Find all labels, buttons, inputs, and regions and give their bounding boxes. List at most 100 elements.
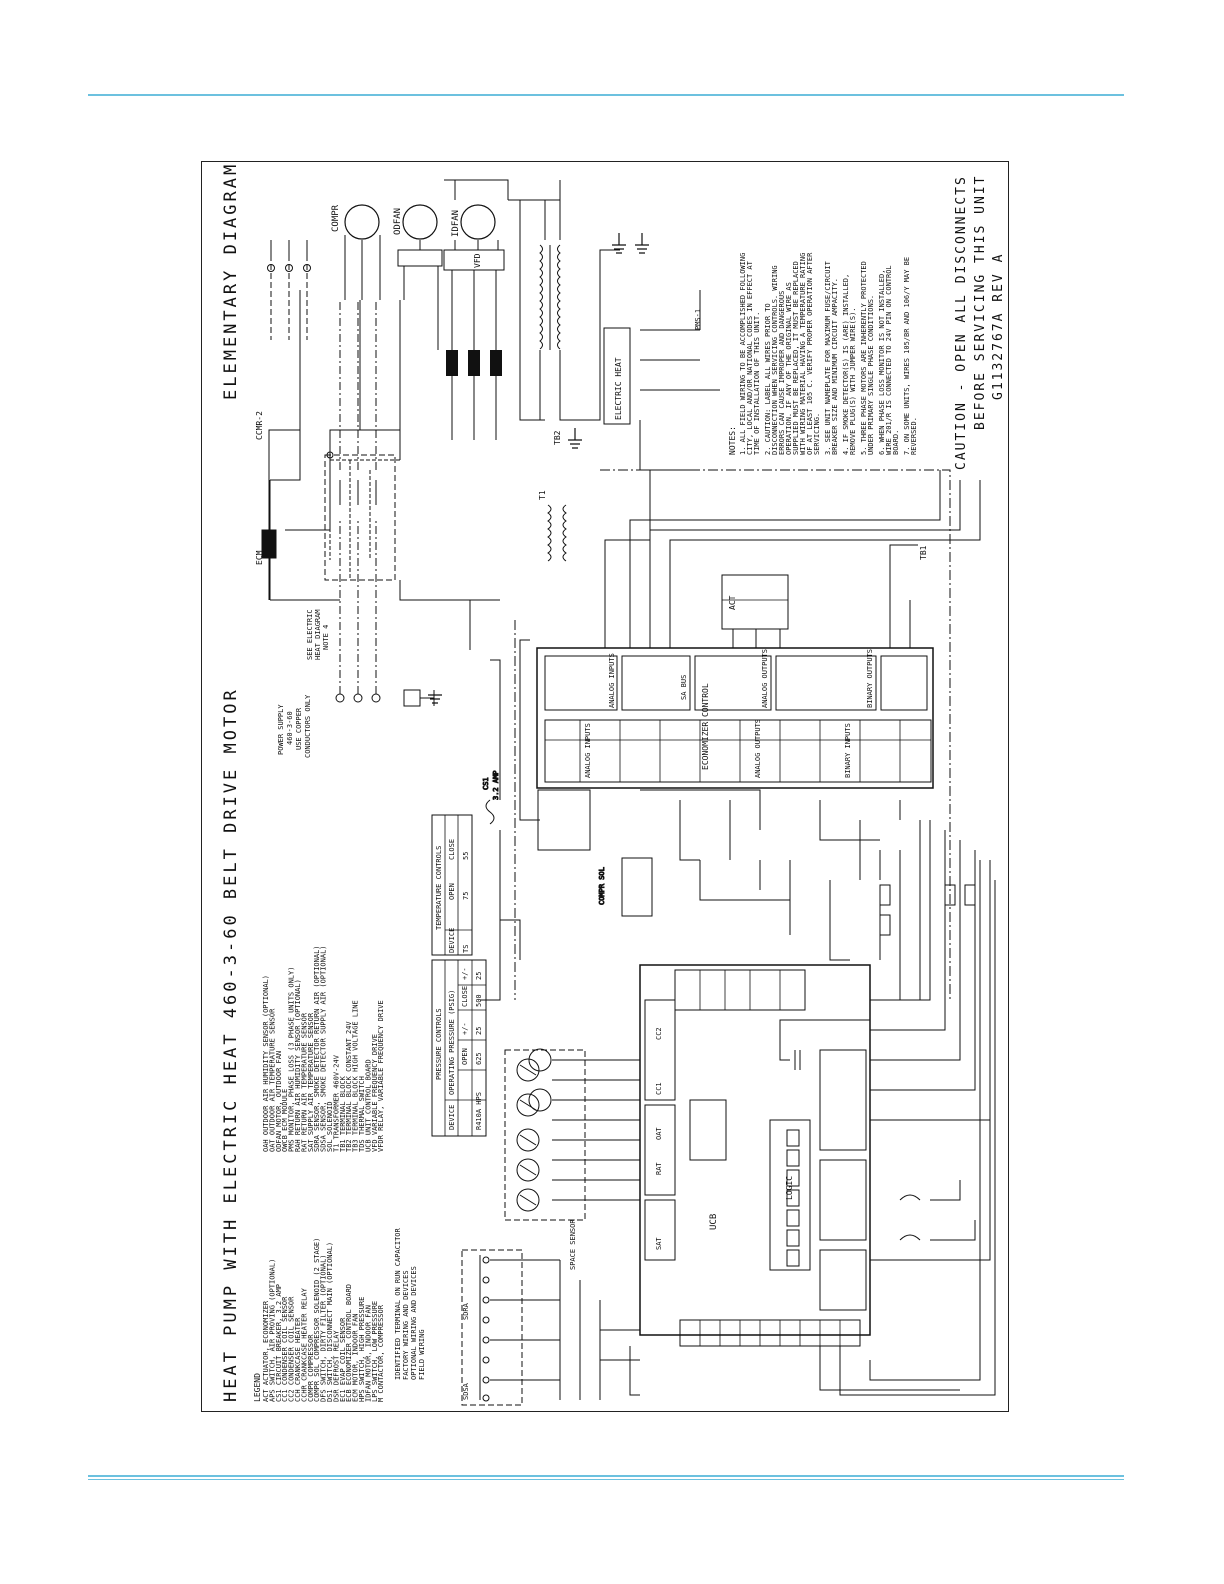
legend-item-8: COMPR SOL COMPRESSOR SOLENOID (2 STAGE) [313,1238,321,1402]
svg-text:+/-: +/- [461,1022,469,1035]
note-1-line-1: DISCONNECTION WHEN SERVICING CONTROLS. W… [771,265,779,455]
smoke-detectors [461,1249,640,1406]
svg-text:ACT: ACT [728,595,737,610]
svg-text:USE COPPER: USE COPPER [295,707,303,750]
legend-item-4: CC2 CONDENSER COIL SENSOR [288,1296,296,1402]
drawing-number: G1132767A REV A [991,253,1006,400]
footer-rule [88,1475,1124,1477]
note-2-line-0: 3. SEE UNIT NAMEPLATE FOR MAXIMUM FUSE/C… [824,260,832,455]
right-title: ELEMENTARY DIAGRAM [221,162,241,400]
note-1-line-0: 2. CAUTION: LABEL ALL WIRES PRIOR TO [764,303,772,455]
legend-item-col2-5: RAH RETURN AIR HUMIDITY SENSOR (OPTIONAL… [294,979,302,1152]
svg-text:NOTE 4: NOTE 4 [322,625,330,650]
svg-text:TB2: TB2 [553,430,562,445]
indoor-fan-motor: IDFAN VFD [443,179,509,271]
svg-text:BINARY INPUTS: BINARY INPUTS [844,723,852,778]
pressure-controls-table: PRESSURE CONTROLS DEVICE OPERATING PRESS… [431,959,487,1137]
header-rule [88,94,1124,96]
legend-item-10: DS1 SWITCH, DISCONNECT MAIN (OPTIONAL) [326,1242,334,1402]
svg-text:PMS-1: PMS-1 [694,309,702,330]
svg-text:CONDUCTORS ONLY: CONDUCTORS ONLY [304,694,312,758]
note-2-line-1: BREAKER SIZE AND MINIMUM CIRCUIT AMPACIT… [831,278,839,455]
idfan-label: IDFAN [451,210,461,237]
svg-text:25: 25 [475,972,483,980]
note-1-line-4: SUPPLIED MUST BE REPLACED, IT MUST BE RE… [792,261,800,455]
svg-text:ECM: ECM [255,550,264,565]
legend-item-1: APS SWITCH, AIR PROVING (OPTIONAL) [268,1259,276,1402]
svg-text:COMPR SOL: COMPR SOL [598,867,606,905]
svg-text:CLOSE: CLOSE [461,986,469,1007]
svg-text:TS: TS [462,945,470,953]
line-voltage-wiring [269,290,377,694]
legend-symbol-3: FIELD WIRING [418,1329,426,1380]
note-5-line-1: WIRE 201/R IS CONNECTED TO 24V PIN ON CO… [885,265,893,455]
legend-item-17: LPS SWITCH, LOW PRESSURE [371,1301,379,1402]
legend-item-3: CC1 CONDENSER COIL SENSOR [281,1296,289,1402]
actuator: ACT [721,574,789,630]
svg-text:3.2 AMP: 3.2 AMP [492,770,500,800]
legend-item-col2-6: RAT RETURN AIR TEMPERATURE SENSOR [300,1012,308,1152]
right-side-wiring [629,820,996,1396]
svg-text:ANALOG INPUTS: ANALOG INPUTS [608,653,616,708]
svg-text:OPEN: OPEN [448,883,456,900]
svg-text:OAT: OAT [655,1127,663,1140]
legend-item-col2-18: VFDR RELAY, VARIABLE FREQUENCY DRIVE [377,1000,385,1152]
note-4-line-0: 5. THREE PHASE MOTORS ARE INHERENTLY PRO… [860,261,868,455]
legend-item-col2-0: OAH OUTDOOR AIR HUMIDITY SENSOR (OPTIONA… [262,975,270,1152]
ground-symbols [428,233,649,704]
svg-text:CLOSE: CLOSE [448,839,456,860]
legend-item-col2-4: PMS MONITOR, PHASE LOSS (3 PHASE UNITS O… [288,967,296,1152]
economizer-control-board: ECONOMIZER CONTROL ANALOG INPUTS SA BUS … [536,647,934,789]
contactor-area [324,454,500,650]
legend-item-col2-7: SAT SUPPLY AIR TEMPERATURE SENSOR [307,1012,315,1152]
legend-symbol-0: IDENTIFIED TERMINAL ON RUN CAPACITOR [394,1227,402,1380]
note-0-line-2: TIME OF INSTALLATION OF THIS UNIT. [753,312,761,455]
notes-heading: NOTES: [728,426,737,455]
main-title: HEAT PUMP WITH ELECTRIC HEAT 460-3-60 BE… [221,687,241,1402]
economizer-label: ECONOMIZER CONTROL [701,683,710,770]
note-1-line-3: OPERATION. IF ANY OF THE ORIGINAL WIRE A… [785,282,793,455]
svg-text:BINARY OUTPUTS: BINARY OUTPUTS [866,649,874,708]
compressor-motor: COMPR [331,204,381,300]
legend-item-col2-16: UCB UNIT CONTROL BOARD [364,1059,372,1152]
fuses [446,270,502,440]
legend-item-col2-12: TB1 TERMINAL BLOCK [339,1075,347,1152]
legend-item-col2-17: VFD VARIABLE FREQUENCY DRIVE [371,1034,379,1152]
legend-heading: LEGEND [253,1373,262,1402]
power-supply: POWER SUPPLY 460-3-60 USE COPPER CONDUCT… [277,609,435,758]
legend-item-9: DFS SWITCH, DIRTY FILTER (OPTIONAL) [320,1254,328,1402]
svg-text:CCMR-2: CCMR-2 [255,411,264,440]
note-1-line-5: WITH WIRING MATERIAL HAVING A TEMPERATUR… [799,253,807,455]
note-1-line-7: SERVICING. [813,413,821,455]
svg-text:DEVICE: DEVICE [448,928,456,953]
svg-text:VFD: VFD [473,253,482,268]
svg-text:R410A HPS: R410A HPS [475,1092,483,1130]
relay-contacts [779,884,976,1070]
svg-text:T1: T1 [538,490,547,500]
svg-text:OPERATING PRESSURE (PSIG): OPERATING PRESSURE (PSIG) [448,990,456,1095]
svg-text:ANALOG OUTPUTS: ANALOG OUTPUTS [761,649,769,708]
legend-item-0: ACT ACTUATOR, ECONOMIZER [262,1300,270,1402]
svg-text:CC1: CC1 [655,1082,663,1095]
svg-text:500: 500 [475,994,483,1007]
note-3-line-1: REMOVE PLUG(S) WITH JUMPER WIRE(S). [849,307,857,455]
legend-item-7: COMPR COMPRESSOR [307,1334,315,1402]
svg-text:ANALOG OUTPUTS: ANALOG OUTPUTS [754,719,762,778]
svg-text:CC2: CC2 [655,1027,663,1040]
electric-heat-section: ELECTRIC HEAT PMS-1 [603,290,720,471]
svg-text:OPEN: OPEN [461,1048,469,1065]
legend-item-11: DSR DEFROST RELAY [332,1330,340,1402]
legend-item-18: M CONTACTOR, COMPRESSOR [377,1304,385,1402]
legend-item-col2-2: ODFAN MOTOR, OUTDOOR FAN [275,1051,283,1152]
legend-item-col2-1: OAT OUTDOOR AIR TEMPERATURE SENSOR [268,1008,276,1152]
legend-item-col2-8: SDRA SENSOR, SMOKE DETECTOR RETURN AIR (… [313,945,321,1152]
legend-symbol-1: FACTORY WIRING AND DEVICES [402,1270,410,1380]
svg-text:TB1: TB1 [919,545,928,560]
note-0-line-1: CITY, LOCAL AND/OR NATIONAL CODES IN EFF… [746,260,754,455]
odfan-label: ODFAN [393,208,403,235]
top-power-lines [267,240,311,340]
svg-text:460-3-60: 460-3-60 [286,711,294,745]
svg-text:SPACE SENSOR: SPACE SENSOR [569,1219,577,1270]
note-1-line-2: ERRORS CAN CAUSE IMPROPER AND DANGEROUS [778,291,786,455]
